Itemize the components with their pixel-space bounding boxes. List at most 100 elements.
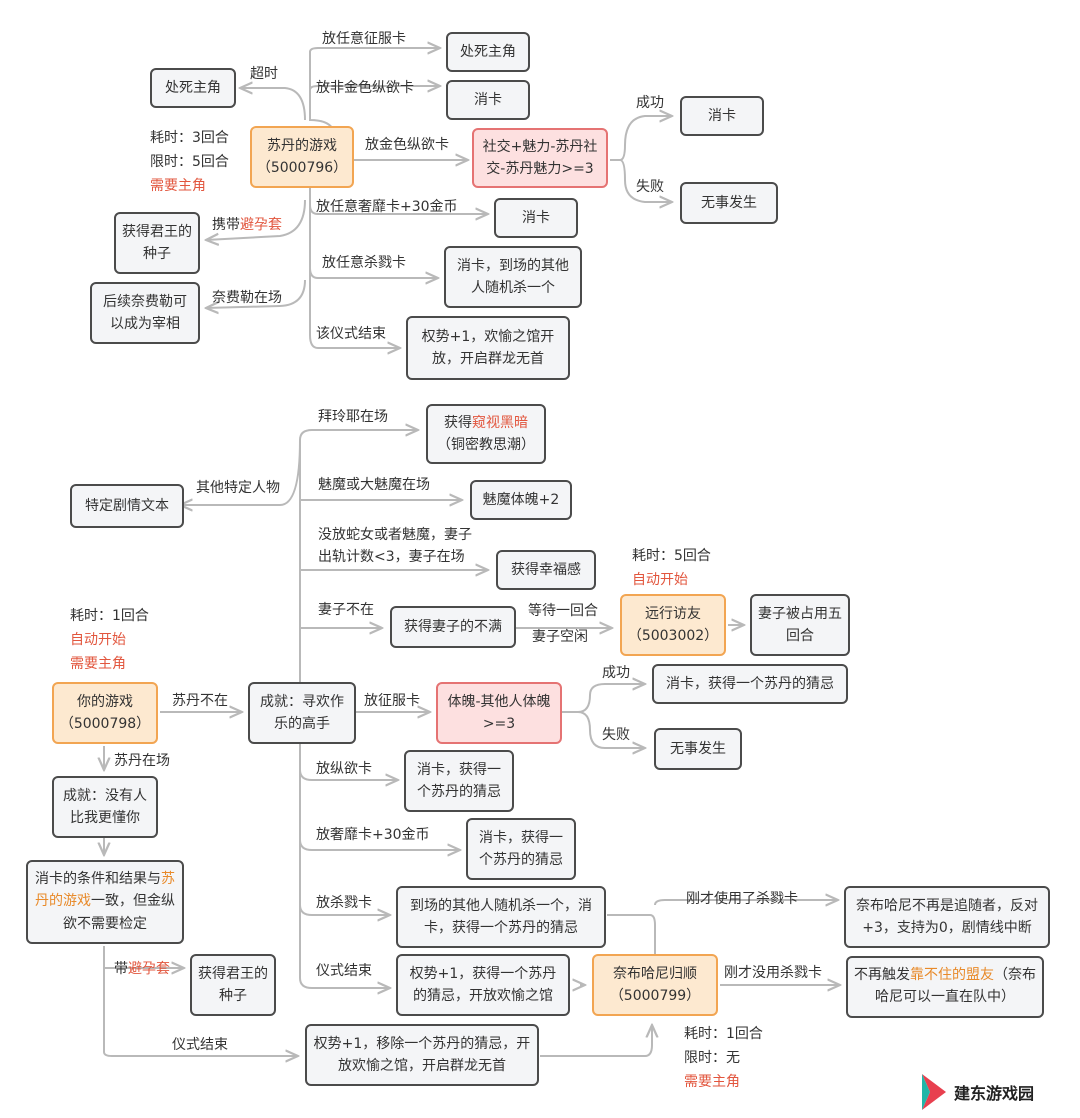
lust-result: 消卡，获得一个苏丹的猜忌 (404, 750, 514, 812)
same-game: 苏丹的游戏 (35, 871, 175, 910)
wife-present-label: 没放蛇女或者魅魔，妻子 出轨计数<3，妻子在场 (318, 524, 472, 569)
lust-label: 放纵欲卡 (316, 761, 372, 777)
visit-cost: 耗时：5回合 (632, 548, 711, 564)
same-as-sudan-node: 消卡的条件和结果与苏丹的游戏一致，但金纵欲不需要检定 (26, 860, 184, 944)
branch-label-5: 放任意杀戮卡 (322, 255, 406, 271)
sudan-game-code: （5000796） (256, 160, 348, 176)
your-ritual-result: 权势+1，移除一个苏丹的猜忌，开放欢愉之馆，开启群龙无首 (305, 1024, 539, 1086)
condom-result-top: 获得君王的种子 (114, 212, 200, 274)
same-post: 一致，但金纵欲不需要检定 (63, 893, 175, 932)
branch-label-3: 放金色纵欲卡 (365, 137, 449, 153)
sudan-game-meta: 耗时：3回合 限时：5回合 需要主角 (150, 126, 229, 198)
sudan-game-req: 需要主角 (150, 178, 206, 194)
wife-absent-label: 妻子不在 (318, 602, 374, 618)
watermark-text: 建东游戏园 (954, 1084, 1035, 1103)
card-ritual-label: 仪式结束 (316, 963, 372, 979)
same-pre: 消卡的条件和结果与 (35, 871, 161, 887)
succubus-result: 魅魔体魄+2 (470, 480, 572, 520)
luxury-result: 消卡，获得一个苏丹的猜忌 (466, 818, 576, 880)
nafeile-label: 奈费勒在场 (212, 290, 282, 306)
used-kill-result: 奈布哈尼不再是追随者，反对+3，支持为0，剧情线中断 (844, 886, 1050, 948)
branch-result-3: 社交+魅力-苏丹社交-苏丹魅力>=3 (472, 128, 608, 188)
your-game-title: 你的游戏 (77, 693, 133, 710)
not-used-kill-result: 不再触发靠不住的盟友（奈布哈尼可以一直在队中） (846, 956, 1044, 1018)
condom-item-top: 避孕套 (240, 217, 282, 233)
wife-absent-result: 获得妻子的不满 (390, 606, 516, 648)
not-used-post: （奈布哈尼可以一直在队中） (875, 967, 1036, 1006)
check-fail-label: 失败 (636, 179, 664, 195)
conquest-label: 放征服卡 (364, 693, 420, 709)
nabuhani-limit: 限时：无 (684, 1050, 740, 1066)
wife-present-line2: 出轨计数<3，妻子在场 (318, 549, 465, 566)
check-success-result: 消卡 (680, 96, 764, 136)
absent-label: 苏丹不在 (172, 693, 228, 709)
timeout-label: 超时 (250, 66, 278, 82)
card-ritual-result: 权势+1，获得一个苏丹的猜忌，开放欢愉之馆 (396, 954, 570, 1016)
bailing-post: （铜密教思潮） (437, 437, 535, 453)
conquest-fail-result: 无事发生 (654, 728, 742, 770)
condom-prefix-bottom: 带 (114, 961, 128, 977)
idle-label: 妻子空闲 (532, 629, 588, 645)
branch-result-5: 消卡，到场的其他人随机杀一个 (444, 246, 582, 308)
conquest-check: 体魄-其他人体魄>=3 (436, 682, 562, 744)
bailing-item: 窥视黑暗 (472, 414, 528, 431)
play-logo-icon (922, 1074, 946, 1110)
sudan-game-limit: 限时：5回合 (150, 154, 229, 170)
bailing-result: 获得窥视黑暗 （铜密教思潮） (426, 404, 546, 464)
kill-result: 到场的其他人随机杀一个，消卡，获得一个苏丹的猜忌 (396, 886, 606, 948)
other-result: 特定剧情文本 (70, 484, 184, 528)
your-game-code: （5000798） (59, 716, 151, 732)
branch-label-4: 放任意奢靡卡+30金币 (316, 199, 458, 215)
branch-result-6: 权势+1，欢愉之馆开放，开启群龙无首 (406, 316, 570, 380)
nabuhani-req: 需要主角 (684, 1074, 740, 1090)
other-label: 其他特定人物 (196, 480, 280, 496)
visit-node: 远行访友 （5003002） (620, 594, 726, 656)
your-game-req: 需要主角 (70, 656, 126, 672)
wife-present-result: 获得幸福感 (496, 550, 596, 590)
achievement-node: 成就：寻欢作乐的高手 (248, 682, 356, 744)
wait-label: 等待一回合 (528, 603, 598, 619)
visit-title: 远行访友 (645, 605, 701, 622)
visit-code: （5003002） (627, 628, 719, 644)
branch-label-1: 放任意征服卡 (322, 31, 406, 47)
not-used-pre: 不再触发 (854, 967, 910, 983)
nabuhani-node: 奈布哈尼归顺 （5000799） (592, 954, 718, 1016)
your-game-meta: 耗时：1回合 自动开始 需要主角 (70, 604, 149, 676)
present-label: 苏丹在场 (114, 753, 170, 769)
branch-result-2: 消卡 (446, 80, 530, 120)
your-game-auto: 自动开始 (70, 632, 126, 648)
condom-item-bottom: 避孕套 (128, 961, 170, 977)
bailing-pre: 获得 (444, 414, 472, 431)
branch-result-4: 消卡 (494, 198, 578, 238)
sudan-game-node: 苏丹的游戏 （5000796） (250, 126, 354, 188)
your-game-node: 你的游戏 （5000798） (52, 682, 158, 744)
condom-label-top: 携带避孕套 (212, 214, 282, 236)
timeout-result: 处死主角 (150, 68, 236, 108)
conquest-success-result: 消卡，获得一个苏丹的猜忌 (652, 664, 848, 704)
branch-label-6: 该仪式结束 (316, 326, 386, 342)
not-used-item: 靠不住的盟友 (910, 967, 994, 983)
luxury-label: 放奢靡卡+30金币 (316, 827, 430, 843)
visit-auto: 自动开始 (632, 572, 688, 588)
branch-result-1: 处死主角 (446, 32, 530, 72)
sudan-game-cost: 耗时：3回合 (150, 130, 229, 146)
your-game-cost: 耗时：1回合 (70, 608, 149, 624)
condom-result-bottom: 获得君王的种子 (190, 954, 276, 1016)
check-success-label: 成功 (636, 95, 664, 111)
nafeile-result: 后续奈费勒可以成为宰相 (90, 282, 200, 344)
bailing-label: 拜玲耶在场 (318, 409, 388, 425)
wife-present-line1: 没放蛇女或者魅魔，妻子 (318, 527, 472, 543)
nabuhani-cost: 耗时：1回合 (684, 1026, 763, 1042)
kill-label: 放杀戮卡 (316, 895, 372, 911)
nabuhani-title: 奈布哈尼归顺 (613, 965, 697, 982)
check-fail-result: 无事发生 (680, 182, 778, 224)
visit-meta: 耗时：5回合 自动开始 (632, 544, 711, 592)
conquest-fail-label: 失败 (602, 727, 630, 743)
conquest-success-label: 成功 (602, 665, 630, 681)
nabuhani-meta: 耗时：1回合 限时：无 需要主角 (684, 1022, 763, 1094)
visit-result: 妻子被占用五回合 (750, 594, 850, 656)
watermark-logo: 建东游戏园 (918, 1072, 1034, 1112)
nabuhani-code: （5000799） (609, 988, 701, 1004)
succubus-label: 魅魔或大魅魔在场 (318, 477, 430, 493)
